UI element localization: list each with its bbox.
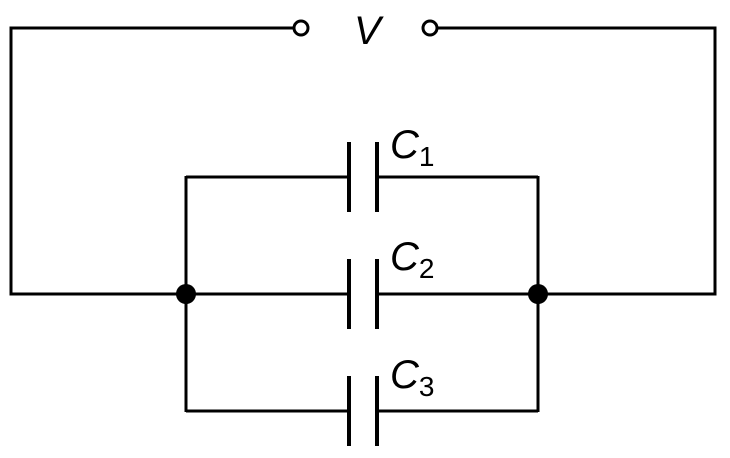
right-outer-wire [437, 26, 717, 296]
capacitor-3-label: C3 [390, 353, 434, 402]
capacitor-branch-3: C3 [186, 353, 538, 446]
capacitor-2-label: C2 [390, 235, 434, 284]
source-terminal-right [421, 19, 439, 37]
capacitor-1-label: C1 [390, 123, 434, 172]
capacitor-branch-2: C2 [186, 235, 538, 329]
voltage-label: V [354, 9, 384, 53]
left-outer-wire [9, 26, 293, 296]
junction-left [176, 284, 196, 304]
capacitor-branch-1: C1 [186, 123, 538, 212]
junction-right [528, 284, 548, 304]
source-terminal-left [292, 19, 310, 37]
